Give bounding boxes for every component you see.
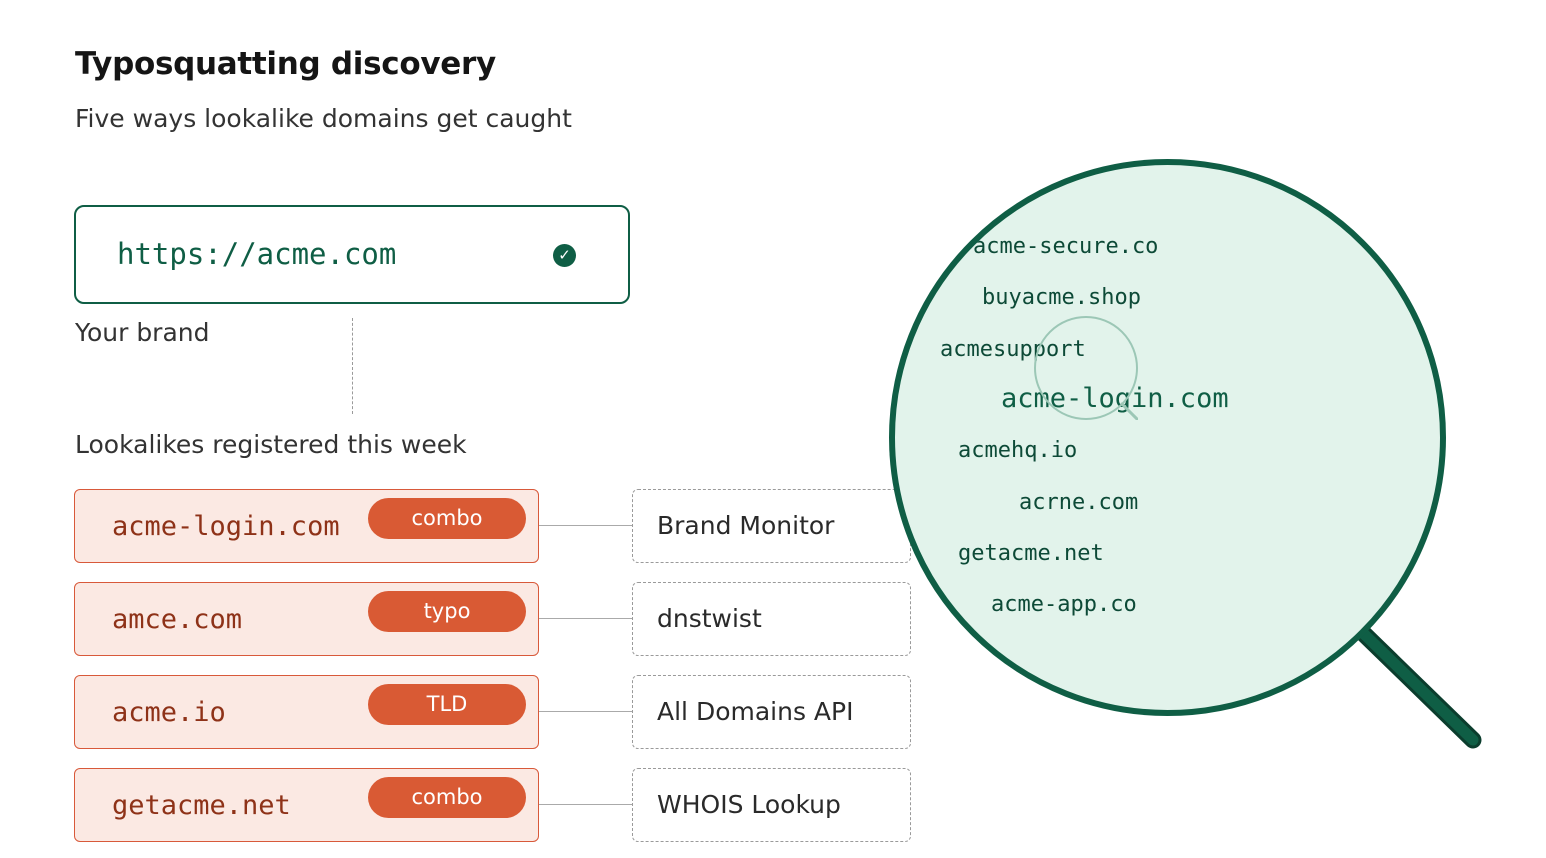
detection-tool-label: WHOIS Lookup — [657, 790, 841, 819]
lookalike-domain: acme.io — [112, 697, 226, 728]
row-connector — [539, 804, 632, 805]
lookalike-row: getacme.net combo — [74, 768, 539, 842]
detection-tool-label: All Domains API — [657, 697, 854, 726]
detection-tool-label: Brand Monitor — [657, 511, 835, 540]
detection-tool-box: dnstwist — [632, 582, 911, 656]
detection-tool-box: WHOIS Lookup — [632, 768, 911, 842]
brand-url: https://acme.com — [117, 237, 397, 271]
lookalike-row: amce.com typo — [74, 582, 539, 656]
row-connector — [539, 711, 632, 712]
lookalike-type-tag: typo — [368, 591, 526, 632]
lookalike-row: acme.io TLD — [74, 675, 539, 749]
page-title: Typosquatting discovery — [75, 46, 496, 82]
lookalikes-label: Lookalikes registered this week — [75, 430, 467, 459]
row-connector — [539, 618, 632, 619]
lens-domain: acme-app.co — [991, 592, 1137, 617]
detection-tool-box: Brand Monitor — [632, 489, 911, 563]
row-connector — [539, 525, 632, 526]
lens-domain: getacme.net — [958, 541, 1104, 566]
lookalike-type-tag: TLD — [368, 684, 526, 725]
lens-domain: acmesupport — [940, 337, 1086, 362]
lens-domain: buyacme.shop — [982, 285, 1141, 310]
lookalike-type-tag: combo — [368, 777, 526, 818]
brand-url-box: https://acme.com ✓ — [74, 205, 630, 304]
lens-domain-focus: acme-login.com — [1001, 383, 1229, 414]
brand-connector — [352, 318, 353, 414]
lens-domain: acmehq.io — [958, 438, 1078, 463]
page-subtitle: Five ways lookalike domains get caught — [75, 104, 572, 133]
lookalike-domain: acme-login.com — [112, 511, 340, 542]
magnifier-lens: acme-secure.co buyacme.shop acmesupport … — [889, 159, 1446, 716]
lens-domain: acrne.com — [1019, 490, 1139, 515]
lookalike-type-tag: combo — [368, 498, 526, 539]
brand-label: Your brand — [75, 318, 210, 347]
detection-tool-label: dnstwist — [657, 604, 762, 633]
magnifier-handle — [1353, 623, 1482, 749]
lookalike-domain: getacme.net — [112, 790, 291, 821]
lens-domain: acme-secure.co — [973, 234, 1159, 259]
lookalike-domain: amce.com — [112, 604, 243, 635]
check-circle-icon: ✓ — [553, 244, 576, 267]
detection-tool-box: All Domains API — [632, 675, 911, 749]
lookalike-row: acme-login.com combo — [74, 489, 539, 563]
